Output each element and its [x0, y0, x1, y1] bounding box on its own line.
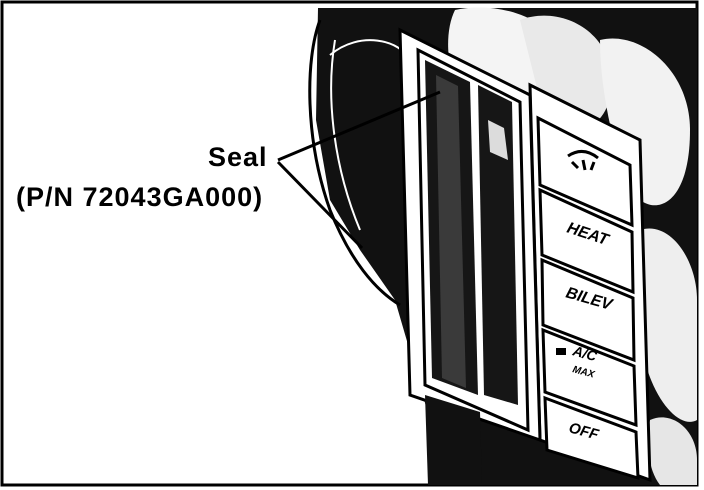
ac-icon: [556, 348, 566, 355]
seal-callout-label: Seal: [208, 142, 268, 172]
leader-lines: [276, 90, 441, 250]
seal-strip: [398, 27, 542, 485]
control-buttons: HEAT BILEV A/C MAX OFF: [536, 115, 640, 481]
defrost-button: [536, 115, 634, 228]
heat-button: HEAT: [538, 187, 635, 295]
leader-line-lower: [276, 160, 364, 250]
ac-max-button: A/C MAX: [541, 327, 638, 428]
leader-line-upper: [277, 90, 441, 162]
off-button: OFF: [543, 395, 640, 481]
defroster-icon: [567, 150, 599, 171]
bilevel-button: BILEV: [540, 257, 636, 363]
ac-button-label: A/C: [570, 342, 599, 364]
part-number-label: (P/N 72043GA000): [16, 182, 264, 212]
